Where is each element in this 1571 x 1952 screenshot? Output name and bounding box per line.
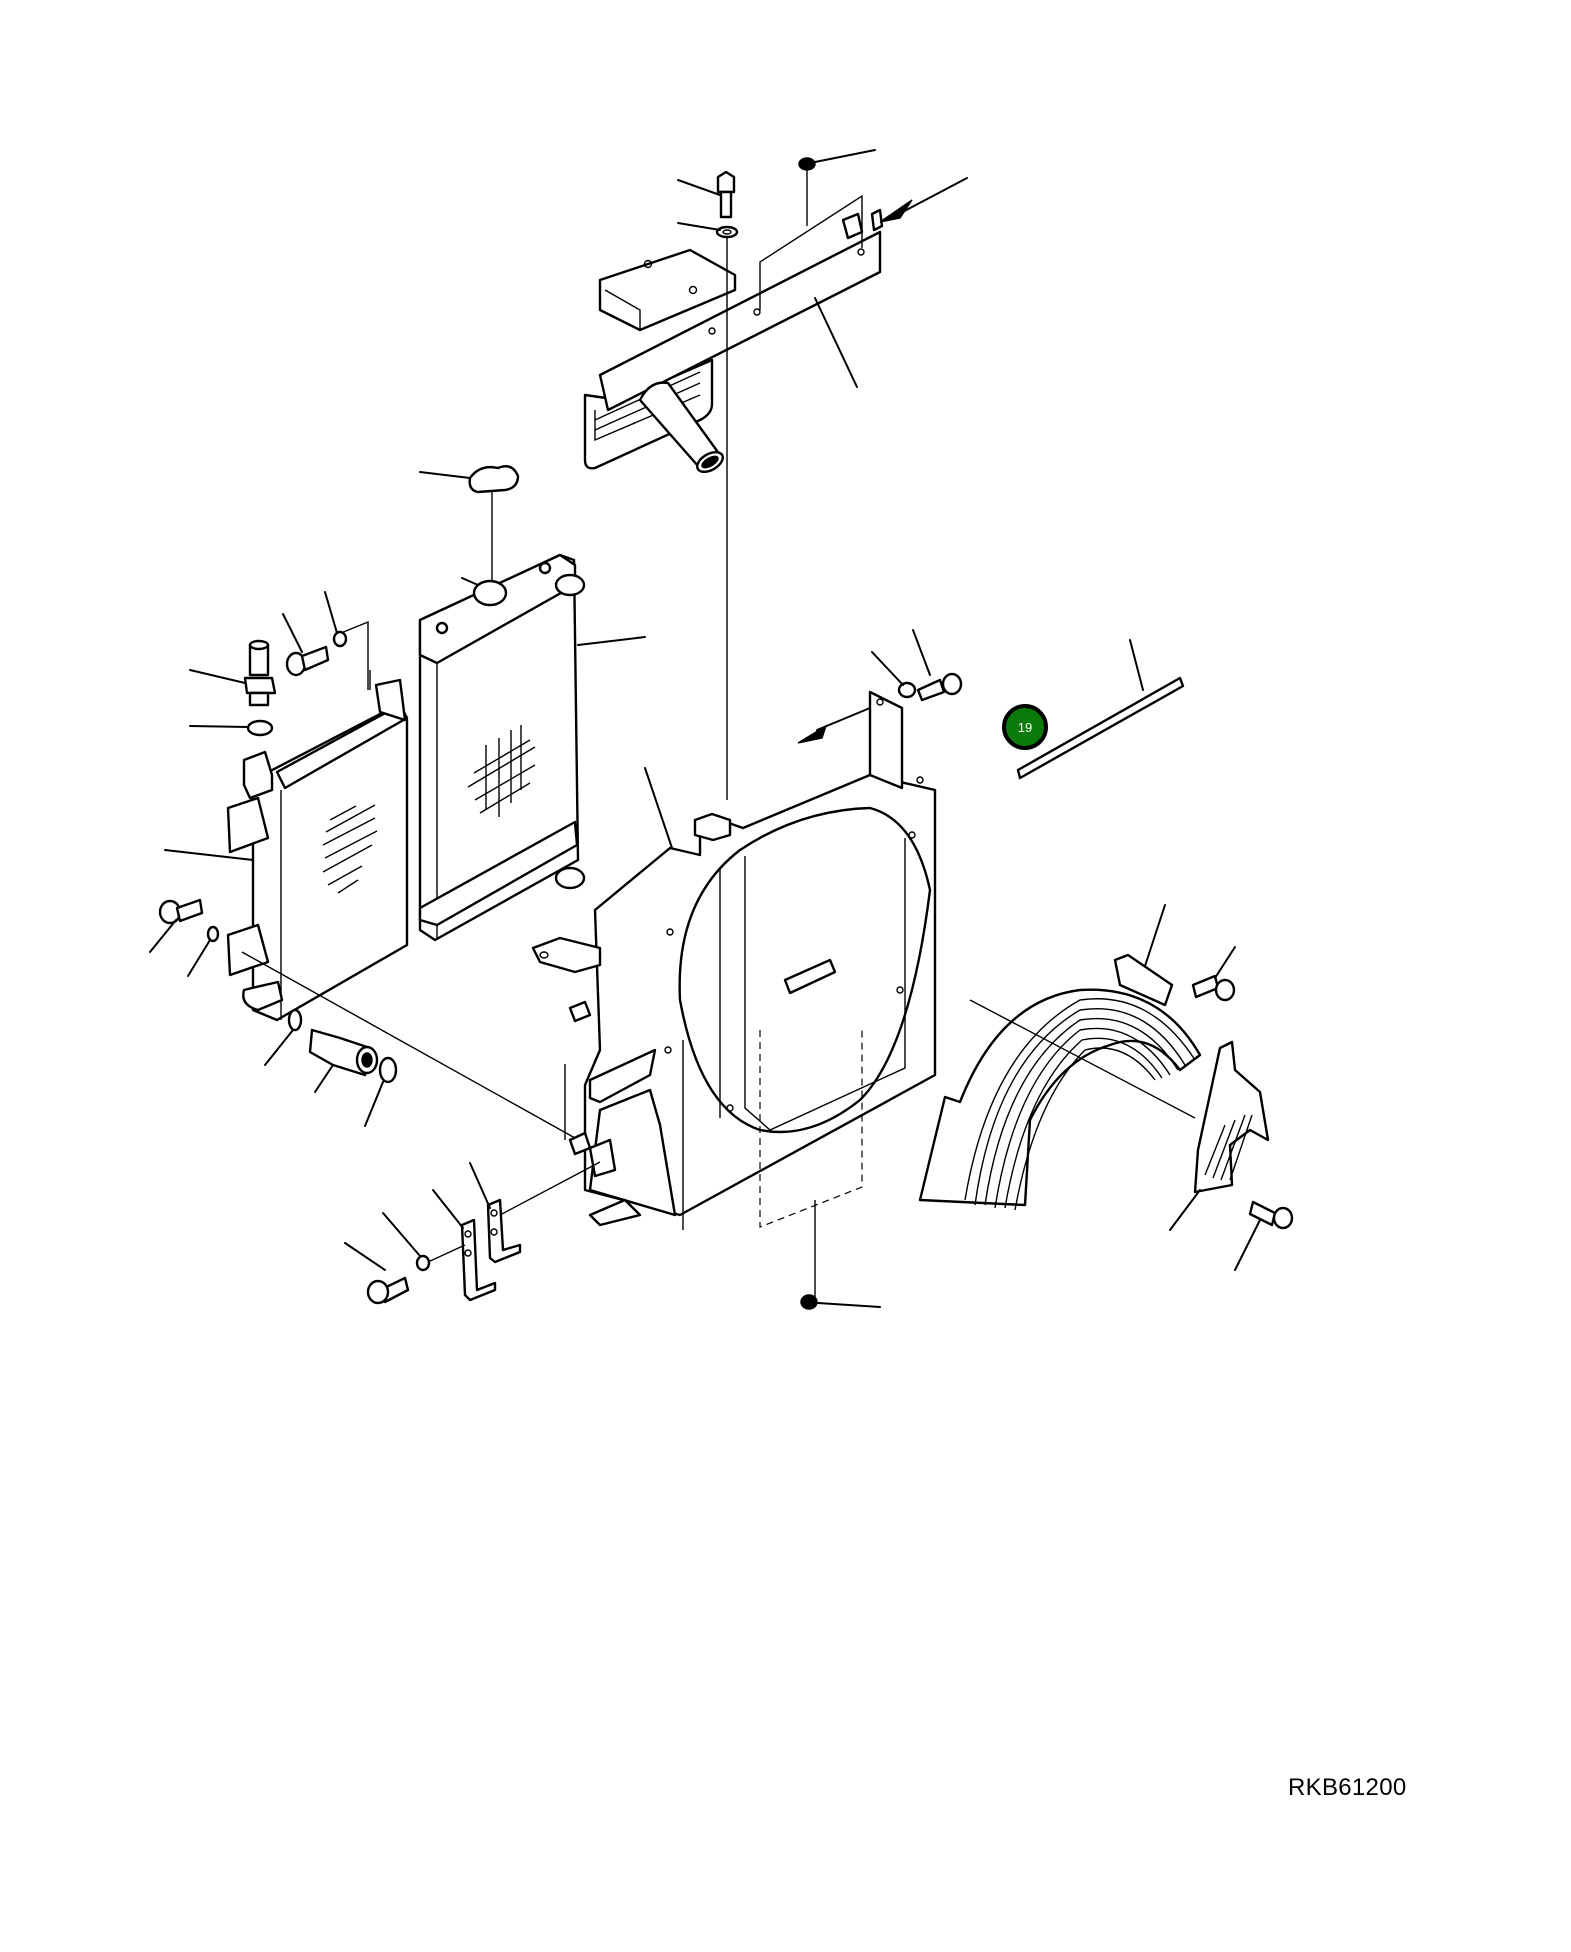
connector (287, 1008, 398, 1084)
upper-bracket (583, 208, 884, 474)
shroud-bolt (897, 672, 963, 702)
radiator (418, 553, 586, 942)
fan-guard (918, 953, 1202, 1211)
seal-strip (1016, 676, 1185, 780)
lower-brackets (366, 1198, 522, 1305)
lower-left-bolt (158, 898, 220, 943)
fan-shroud (531, 690, 937, 1230)
top-bolt (715, 170, 739, 239)
fitting (243, 639, 277, 707)
radiator-cap (468, 465, 520, 580)
top-nut (798, 157, 816, 171)
drawing-code: RKB61200 (1288, 1774, 1407, 1801)
callout-label: 19 (1017, 719, 1033, 735)
side-guard (1193, 1040, 1270, 1194)
guard-bolt (1191, 974, 1236, 1002)
side-guard-bolt (1248, 1200, 1294, 1230)
bolt (285, 630, 348, 677)
oil-cooler (226, 620, 409, 1022)
callout-19[interactable]: 19 (1002, 704, 1048, 750)
